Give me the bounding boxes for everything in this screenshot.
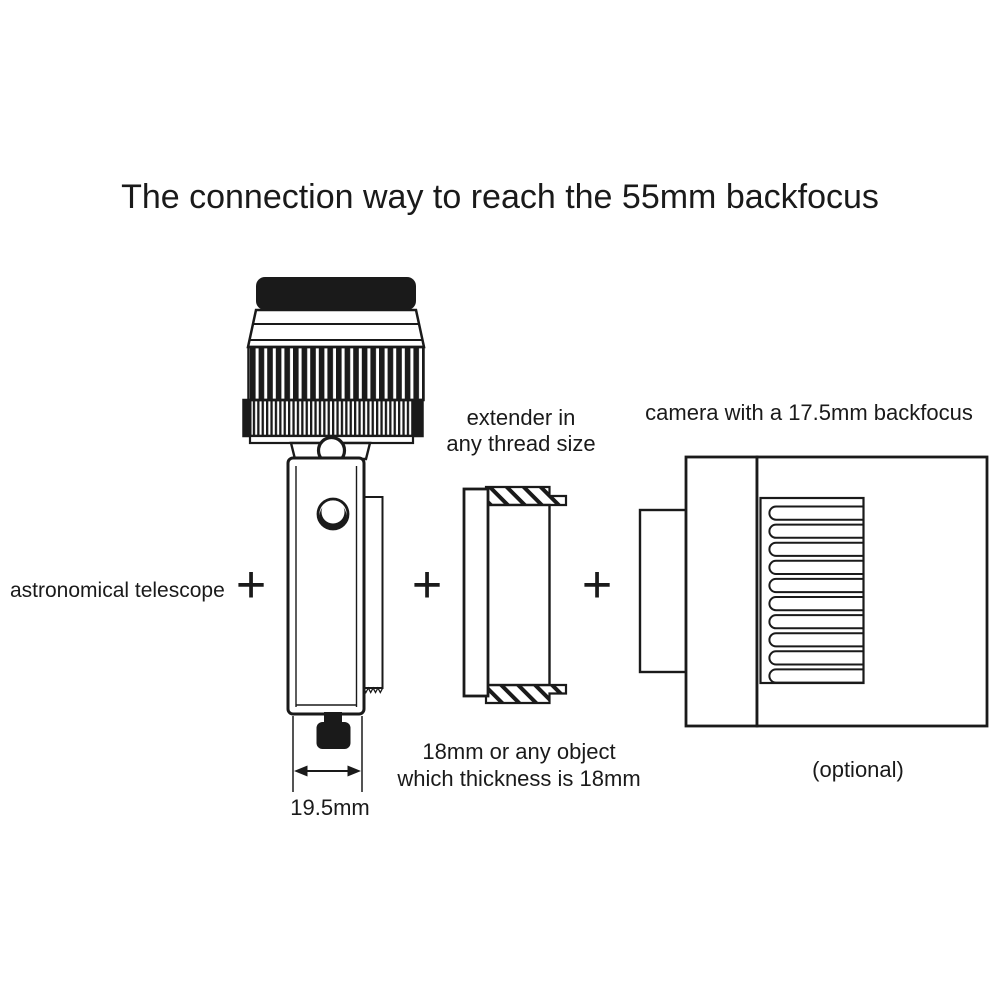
dim-arrowhead-right [347, 765, 361, 777]
telescope-label: astronomical telescope [10, 579, 225, 602]
heatsink-fin [768, 632, 864, 648]
telescope-grip-ribs [247, 345, 425, 402]
plus-sign: + [582, 556, 612, 614]
plus-sign: + [236, 556, 266, 614]
heatsink-fin [768, 541, 864, 557]
heatsink-fin [768, 559, 864, 575]
camera-front-plate [684, 455, 759, 728]
knurl-end-cap-right [412, 400, 423, 436]
plus-sign: + [412, 556, 442, 614]
dim-arrowhead-left [294, 765, 308, 777]
extender-thread-top [484, 485, 568, 507]
telescope-drawing [242, 277, 426, 792]
heatsink-fin [768, 614, 864, 630]
knurl-end-cap-left [243, 400, 252, 436]
camera-drawing [638, 455, 989, 728]
drawtube-knob [316, 722, 351, 749]
extender-thread-bottom [484, 683, 568, 705]
heatsink-fin [768, 668, 864, 684]
extender-body [486, 503, 551, 687]
object-note-line2: which thickness is 18mm [396, 766, 640, 791]
dimension-label: 19.5mm [290, 795, 369, 820]
telescope-knurled-ring [242, 398, 424, 438]
extender-label-line1: extender in [467, 405, 576, 430]
optional-label: (optional) [812, 757, 904, 782]
object-note-line1: 18mm or any object [422, 739, 615, 764]
page-title: The connection way to reach the 55mm bac… [121, 178, 879, 216]
telescope-taper [246, 308, 426, 349]
heatsink-fin [768, 577, 864, 594]
camera-nose [638, 508, 688, 674]
telescope-cap [256, 277, 416, 310]
extender-wall [462, 487, 490, 698]
drawtube-flange [362, 496, 384, 689]
drawtube-knob-stem [324, 712, 342, 724]
flange-serration [362, 686, 384, 694]
heatsink-frame [759, 496, 865, 685]
heatsink-fin [768, 505, 864, 521]
heatsink-fin [768, 523, 864, 539]
heatsink-fin [768, 596, 864, 612]
drawtube [286, 456, 366, 716]
extender-drawing [462, 485, 568, 705]
heatsink-fin [768, 650, 864, 666]
thumbscrew-hole-center [321, 500, 345, 524]
extender-label-line2: any thread size [446, 431, 595, 456]
camera-label: camera with a 17.5mm backfocus [645, 400, 973, 425]
